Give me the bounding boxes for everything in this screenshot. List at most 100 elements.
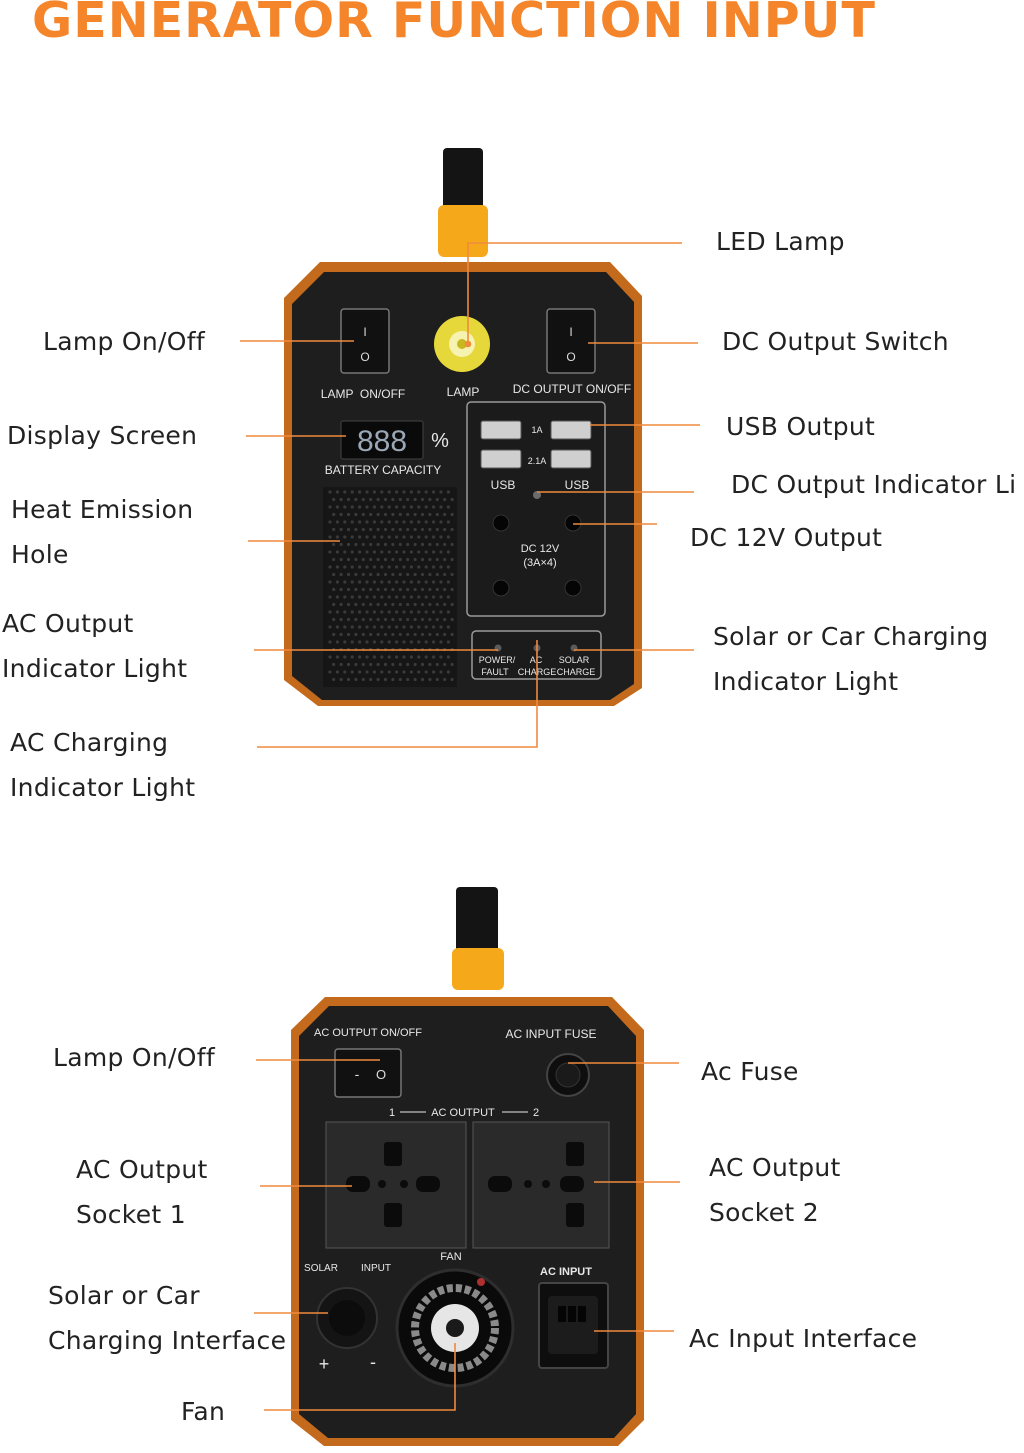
vent-hole [365,625,369,629]
vent-hole [335,640,339,644]
callout-solar-car-interface-line-1: Solar or Car [48,1281,200,1310]
socket-2-pin-left [488,1176,512,1192]
ac-input-fuse-label: AC INPUT FUSE [505,1027,596,1041]
vent-hole [372,535,376,539]
vent-hole [435,602,439,607]
vent-hole [406,677,410,682]
vent-hole [424,670,428,674]
vent-hole [335,520,339,524]
vent-hole [346,632,351,637]
vent-hole [428,677,432,682]
vent-hole [391,677,395,682]
vent-hole [343,520,347,524]
vent-hole [343,490,347,494]
vent-hole [365,520,369,524]
vent-hole [402,595,406,599]
vent-hole [439,595,443,599]
vent-hole [391,527,395,532]
ac-output-switch[interactable] [334,1048,402,1098]
vent-hole [446,490,450,494]
battery-capacity-label: BATTERY CAPACITY [325,463,441,477]
vent-hole [387,610,391,614]
vent-hole [420,632,425,637]
vent-hole [358,520,362,524]
vent-hole [335,550,339,554]
vent-hole [383,617,388,622]
vent-hole [446,580,450,584]
callout-fan-text: Fan [181,1397,226,1426]
vent-hole [332,617,336,622]
vent-hole [424,520,428,524]
vent-hole [443,602,447,607]
vent-hole [350,550,354,554]
usb-port-1[interactable] [480,420,522,440]
vent-hole [354,512,358,517]
vent-hole [358,535,362,539]
usb-port-2[interactable] [480,449,522,469]
usb-port-3[interactable] [550,420,592,440]
vent-hole [376,602,380,607]
vent-hole [387,535,391,539]
vent-hole [376,497,380,502]
vent-hole [424,595,428,599]
fan-ring [411,1284,499,1372]
vent-hole [402,610,406,614]
dc12v-socket-2[interactable] [564,514,582,532]
vent-hole [432,655,436,659]
callout-ac-charging-indicator-line-1: AC Charging [10,728,169,757]
vent-hole [398,617,402,622]
vent-hole [446,550,450,554]
vent-hole [369,677,373,682]
usb-port-4[interactable] [550,449,592,469]
vent-hole [369,587,373,592]
vent-hole [380,580,384,584]
vent-hole [391,557,395,562]
vent-hole [420,557,425,562]
vent-hole [428,542,432,547]
vent-hole [339,557,343,562]
vent-hole [398,572,402,577]
vent-hole [420,572,425,577]
vent-hole [432,625,436,629]
callout-dc-output-indicator: DC Output Indicator Li [731,462,1016,507]
vent-hole [335,670,339,674]
display-screen [340,420,424,460]
usb-2a-label: 2.1A [528,456,547,466]
vent-hole [343,625,347,629]
vent-hole [420,527,425,532]
vent-hole [402,520,406,524]
vent-hole [372,580,376,584]
vent-hole [361,587,365,592]
vent-hole [387,625,391,629]
vent-hole [346,527,351,532]
dc12v-socket-3[interactable] [492,579,510,597]
vent-hole [413,542,417,547]
dc12v-socket-4[interactable] [564,579,582,597]
vent-hole [361,617,365,622]
vent-hole [450,527,454,532]
vent-hole [361,572,365,577]
dc-output-switch[interactable] [546,308,596,374]
vent-hole [365,670,369,674]
ac-input-recess [548,1296,598,1354]
vent-hole [372,565,376,569]
vent-hole [391,632,395,637]
vent-hole [343,535,347,539]
page-title: GENERATOR FUNCTION INPUT [32,0,876,49]
vent-hole [402,535,406,539]
vent-hole [358,640,362,644]
leader-ac-charging [257,640,538,748]
vent-hole [450,677,454,682]
vent-hole [380,490,384,494]
dc12v-socket-1[interactable] [492,514,510,532]
vent-hole [443,677,447,682]
socket-1-slot-top [384,1142,402,1166]
vent-hole [439,610,443,614]
vent-hole [446,535,450,539]
vent-hole [358,595,362,599]
dc12v-label-2: (3A×4) [523,557,556,569]
vent-hole [343,550,347,554]
fan-red-mark [477,1278,485,1286]
vent-hole [380,670,384,674]
front-device: I O LAMP ON/OFF LAMP I O DC OUTPUT ON/OF… [284,148,642,706]
